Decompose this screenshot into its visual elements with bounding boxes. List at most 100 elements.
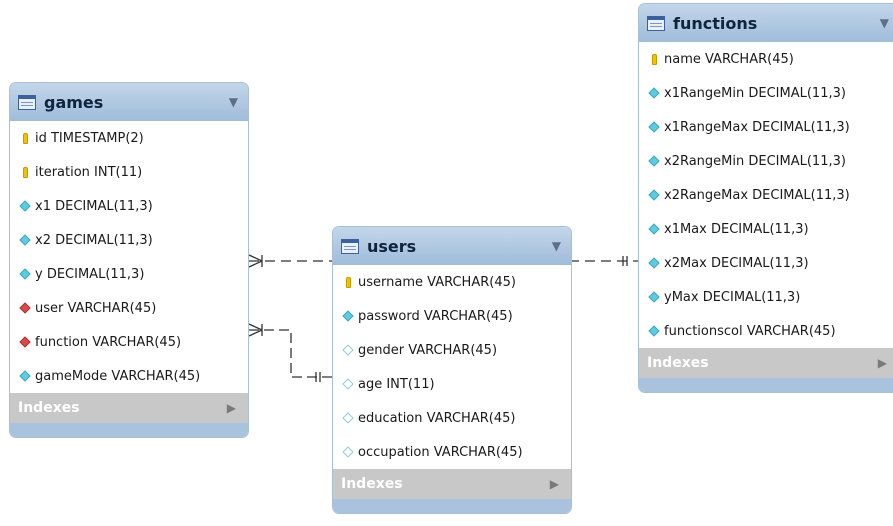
games-table[interactable]: games ▼ id TIMESTAMP(2) iteration INT(11)…: [9, 82, 249, 438]
column-row[interactable]: x1RangeMin DECIMAL(11,3): [639, 76, 893, 110]
expand-arrow-icon[interactable]: ▶: [226, 401, 236, 415]
column-row[interactable]: age INT(11): [333, 367, 571, 401]
games-users-crowfoot-2: [248, 329, 263, 337]
not-null-column-icon: [341, 310, 355, 322]
nullable-column-icon: [341, 344, 355, 356]
key-icon: [18, 132, 32, 144]
column-label: x2RangeMax DECIMAL(11,3): [664, 187, 850, 203]
column-label: user VARCHAR(45): [35, 300, 157, 316]
table-icon: [341, 238, 359, 254]
foreign-key-icon: [18, 302, 32, 314]
column-row[interactable]: y DECIMAL(11,3): [10, 257, 248, 291]
key-icon: [18, 166, 32, 178]
not-null-column-icon: [647, 155, 661, 167]
column-row[interactable]: education VARCHAR(45): [333, 401, 571, 435]
not-null-column-icon: [18, 200, 32, 212]
column-row[interactable]: name VARCHAR(45): [639, 42, 893, 76]
column-label: y DECIMAL(11,3): [35, 266, 145, 282]
column-label: functionscol VARCHAR(45): [664, 323, 836, 339]
expand-arrow-icon[interactable]: ▶: [877, 356, 887, 370]
column-row[interactable]: x2RangeMin DECIMAL(11,3): [639, 144, 893, 178]
column-label: x1RangeMin DECIMAL(11,3): [664, 85, 846, 101]
column-label: password VARCHAR(45): [358, 308, 513, 324]
functions-table-footer: [639, 378, 893, 392]
users-table-title: users: [367, 236, 417, 256]
column-label: gender VARCHAR(45): [358, 342, 498, 358]
expand-arrow-icon[interactable]: ▶: [549, 477, 559, 491]
games-users-crowfoot-1: [248, 323, 263, 331]
not-null-column-icon: [647, 223, 661, 235]
games-crowfoot-2: [248, 260, 263, 268]
users-table[interactable]: users ▼ username VARCHAR(45) password VAR…: [332, 226, 572, 514]
column-row[interactable]: username VARCHAR(45): [333, 265, 571, 299]
key-icon: [647, 53, 661, 65]
not-null-column-icon: [647, 257, 661, 269]
column-row[interactable]: x1Max DECIMAL(11,3): [639, 212, 893, 246]
functions-table-title: functions: [673, 13, 758, 33]
games-table-header[interactable]: games ▼: [10, 83, 248, 121]
games-table-title: games: [44, 92, 104, 112]
key-icon: [341, 276, 355, 288]
column-label: iteration INT(11): [35, 164, 143, 180]
games-indexes-label: Indexes: [18, 400, 80, 416]
column-row[interactable]: x2RangeMax DECIMAL(11,3): [639, 178, 893, 212]
column-label: id TIMESTAMP(2): [35, 130, 144, 146]
column-row[interactable]: x2 DECIMAL(11,3): [10, 223, 248, 257]
nullable-column-icon: [341, 378, 355, 390]
games-indexes-bar[interactable]: Indexes ▶: [10, 393, 248, 423]
column-label: x2 DECIMAL(11,3): [35, 232, 153, 248]
not-null-column-icon: [647, 325, 661, 337]
column-label: x1Max DECIMAL(11,3): [664, 221, 809, 237]
column-label: x1RangeMax DECIMAL(11,3): [664, 119, 850, 135]
games-crowfoot-1: [248, 254, 263, 262]
nullable-column-icon: [341, 412, 355, 424]
column-row[interactable]: user VARCHAR(45): [10, 291, 248, 325]
column-label: function VARCHAR(45): [35, 334, 182, 350]
column-label: gameMode VARCHAR(45): [35, 368, 201, 384]
games-users-line: [249, 329, 332, 378]
foreign-key-icon: [18, 336, 32, 348]
column-label: occupation VARCHAR(45): [358, 444, 523, 460]
not-null-column-icon: [647, 189, 661, 201]
not-null-column-icon: [647, 87, 661, 99]
functions-table[interactable]: functions ▼ name VARCHAR(45) x1RangeMin D…: [638, 3, 893, 393]
collapse-arrow-icon[interactable]: ▼: [879, 16, 889, 30]
users-indexes-label: Indexes: [341, 476, 403, 492]
table-icon: [18, 94, 36, 110]
column-row[interactable]: x1RangeMax DECIMAL(11,3): [639, 110, 893, 144]
column-row[interactable]: function VARCHAR(45): [10, 325, 248, 359]
column-row[interactable]: gameMode VARCHAR(45): [10, 359, 248, 393]
column-label: x2RangeMin DECIMAL(11,3): [664, 153, 846, 169]
users-table-header[interactable]: users ▼: [333, 227, 571, 265]
column-row[interactable]: x2Max DECIMAL(11,3): [639, 246, 893, 280]
column-row[interactable]: id TIMESTAMP(2): [10, 121, 248, 155]
functions-table-header[interactable]: functions ▼: [639, 4, 893, 42]
functions-indexes-bar[interactable]: Indexes ▶: [639, 348, 893, 378]
not-null-column-icon: [18, 234, 32, 246]
column-label: x2Max DECIMAL(11,3): [664, 255, 809, 271]
users-indexes-bar[interactable]: Indexes ▶: [333, 469, 571, 499]
not-null-column-icon: [18, 268, 32, 280]
collapse-arrow-icon[interactable]: ▼: [228, 95, 238, 109]
collapse-arrow-icon[interactable]: ▼: [551, 239, 561, 253]
users-table-footer: [333, 499, 571, 513]
column-row[interactable]: password VARCHAR(45): [333, 299, 571, 333]
column-label: age INT(11): [358, 376, 435, 392]
not-null-column-icon: [18, 370, 32, 382]
table-icon: [647, 15, 665, 31]
column-label: username VARCHAR(45): [358, 274, 516, 290]
column-label: yMax DECIMAL(11,3): [664, 289, 801, 305]
column-row[interactable]: gender VARCHAR(45): [333, 333, 571, 367]
column-label: name VARCHAR(45): [664, 51, 794, 67]
nullable-column-icon: [341, 446, 355, 458]
column-row[interactable]: occupation VARCHAR(45): [333, 435, 571, 469]
games-table-footer: [10, 423, 248, 437]
column-row[interactable]: x1 DECIMAL(11,3): [10, 189, 248, 223]
column-row[interactable]: iteration INT(11): [10, 155, 248, 189]
column-label: x1 DECIMAL(11,3): [35, 198, 153, 214]
column-row[interactable]: functionscol VARCHAR(45): [639, 314, 893, 348]
not-null-column-icon: [647, 291, 661, 303]
column-label: education VARCHAR(45): [358, 410, 516, 426]
column-row[interactable]: yMax DECIMAL(11,3): [639, 280, 893, 314]
functions-indexes-label: Indexes: [647, 355, 709, 371]
